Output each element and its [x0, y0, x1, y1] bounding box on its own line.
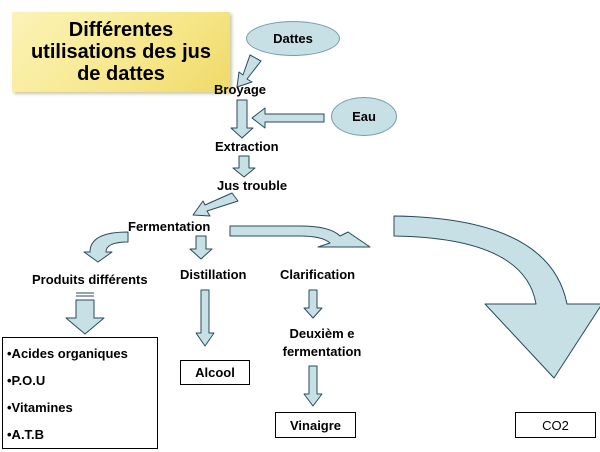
node-co2: CO2 [515, 412, 596, 438]
products-list: •Acides organiques •P.O.U •Vitamines •A.… [2, 337, 158, 449]
node-vinaigre: Vinaigre [275, 412, 356, 438]
list-item: •P.O.U [7, 373, 46, 388]
arrow-eau-left [251, 107, 325, 129]
arrow-fermentation-produits [83, 231, 129, 263]
node-distillation: Distillation [180, 267, 247, 282]
list-item: •Acides organiques [7, 346, 128, 361]
node-dattes: Dattes [246, 21, 340, 56]
node-extraction: Extraction [215, 139, 279, 154]
arrow-fermentation-clarification [229, 225, 371, 248]
arrow-deuxieme-vinaigre [303, 365, 323, 407]
list-item: •Vitamines [7, 400, 73, 415]
node-produits-differents: Produits différents [32, 272, 148, 287]
arrow-co2 [393, 215, 600, 379]
node-jus-trouble: Jus trouble [217, 178, 288, 193]
node-broyage: Broyage [214, 82, 267, 97]
node-deuxieme-fermentation: Deuxièm e fermentation [282, 326, 362, 359]
list-item: •A.T.B [7, 427, 45, 442]
diagram-title: Différentes utilisations des jus de datt… [12, 12, 230, 92]
arrow-extraction-jus [232, 155, 256, 178]
arrow-broyage-extraction [230, 99, 254, 139]
arrow-clarification-deuxieme [303, 289, 323, 319]
node-alcool: Alcool [180, 360, 250, 385]
arrow-dattes-broyage [236, 54, 262, 88]
arrow-jus-fermentation [192, 192, 239, 217]
node-eau: Eau [331, 97, 397, 136]
node-fermentation: Fermentation [128, 219, 211, 234]
arrow-distillation-alcool [195, 289, 215, 347]
arrow-fermentation-distillation [189, 235, 213, 260]
arrow-produits-list [65, 299, 105, 335]
node-clarification: Clarification [280, 267, 356, 282]
